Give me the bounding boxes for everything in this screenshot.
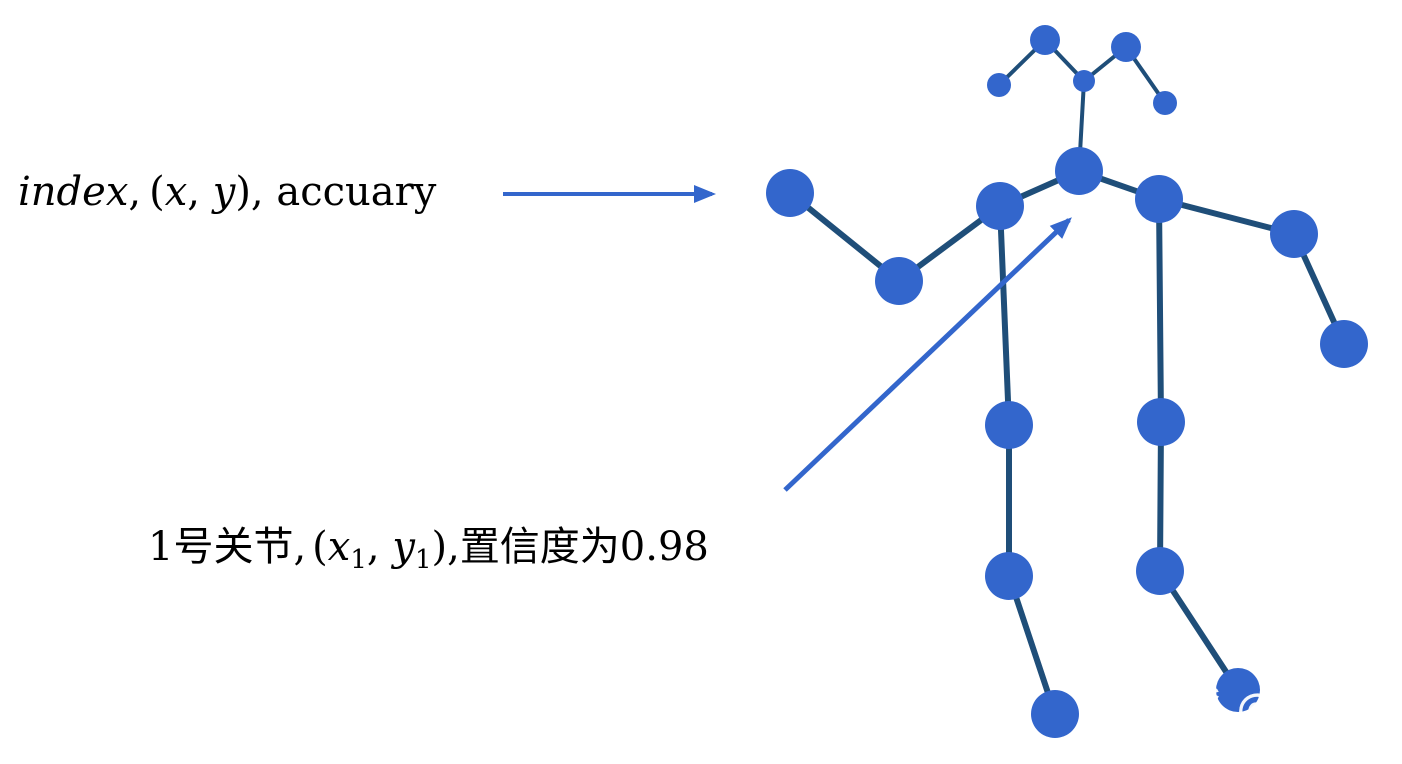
joint-left-shoulder <box>1135 175 1183 223</box>
skeleton-bones <box>787 38 1347 717</box>
comma-2: , <box>187 169 212 215</box>
joint-right-eye <box>1111 32 1141 62</box>
accuary-word: accuary <box>264 169 437 215</box>
bone-right-knee-right-ankle <box>1006 573 1058 717</box>
joint-left-hip <box>1137 398 1185 446</box>
joint-number-prefix: 1号关节, <box>148 524 306 570</box>
y1-subscript: 1 <box>415 545 432 575</box>
joint-left-ankle <box>1216 668 1260 712</box>
joint-pointer-arrow <box>783 217 1072 492</box>
joint-left-ear <box>987 73 1011 97</box>
joint-left-wrist <box>1320 320 1368 368</box>
confidence-text: 置信度为0.98 <box>460 524 709 570</box>
x-var: x <box>165 169 188 215</box>
zhihu-watermark: 知乎 @纵横 <box>1144 686 1357 732</box>
paren-close: ), <box>235 169 263 215</box>
joint-right-shoulder <box>976 182 1024 230</box>
joint-right-wrist <box>766 169 814 217</box>
top-annotation-label: index,(x, y), accuary <box>18 169 437 215</box>
bottom-comma: , <box>367 524 392 570</box>
bottom-paren-close: ), <box>431 524 459 570</box>
joint-right-ankle <box>1031 690 1079 738</box>
x1-subscript: 1 <box>350 545 367 575</box>
skeleton-joints <box>766 25 1368 738</box>
joint-right-ear <box>1153 91 1177 115</box>
joint-right-elbow <box>875 257 923 305</box>
bottom-paren-open: ( <box>312 524 328 570</box>
bone-right-shoulder-right-hip <box>997 203 1012 428</box>
joint-nose <box>1073 70 1095 92</box>
joint-left-eye <box>1030 25 1060 55</box>
joint-right-hip <box>985 401 1033 449</box>
bone-left-shoulder-left-hip <box>1156 196 1164 425</box>
paren-open: ( <box>149 169 165 215</box>
x1-var: x <box>328 524 351 570</box>
bone-left-hip-left-knee <box>1157 419 1164 574</box>
comma-1: , <box>128 169 141 215</box>
bottom-annotation-label: 1号关节,(x1, y1),置信度为0.98 <box>148 524 709 575</box>
joint-left-knee <box>1136 547 1184 595</box>
joint-neck <box>1055 147 1103 195</box>
y1-var: y <box>390 524 416 570</box>
joint-right-knee <box>985 552 1033 600</box>
index-var: index <box>18 169 128 215</box>
y-var: y <box>211 169 237 215</box>
joint-left-elbow <box>1270 210 1318 258</box>
